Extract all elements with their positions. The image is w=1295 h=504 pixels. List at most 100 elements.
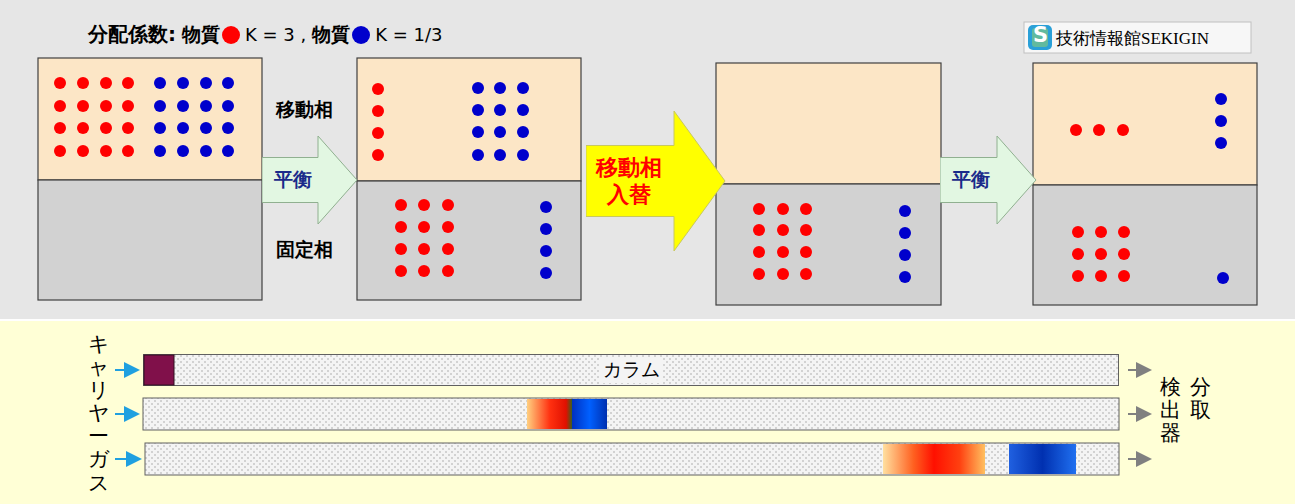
molecule bbox=[395, 221, 407, 233]
molecule bbox=[77, 100, 89, 112]
partition-value: K = 1/3 bbox=[375, 24, 442, 45]
molecule bbox=[753, 203, 765, 215]
molecule bbox=[177, 77, 189, 89]
logo-icon: S bbox=[1033, 23, 1048, 47]
molecule bbox=[800, 246, 812, 258]
molecule bbox=[442, 243, 454, 255]
mobile-phase bbox=[1033, 63, 1257, 185]
stationary-phase bbox=[716, 184, 941, 305]
partition-value: K = 3 , bbox=[245, 24, 306, 45]
molecule bbox=[200, 122, 212, 134]
molecule bbox=[753, 246, 765, 258]
process-arrow: 平衡 bbox=[940, 135, 1037, 225]
phase-label: 移動相 bbox=[276, 97, 333, 123]
molecule bbox=[517, 104, 529, 116]
molecule bbox=[517, 149, 529, 161]
molecule bbox=[753, 268, 765, 280]
node-shape bbox=[586, 110, 726, 252]
stationary-phase bbox=[38, 180, 262, 300]
molecule bbox=[77, 77, 89, 89]
molecule bbox=[540, 201, 552, 213]
molecule bbox=[222, 145, 234, 157]
molecule bbox=[442, 221, 454, 233]
vertical-label: キャリヤーガス bbox=[88, 333, 109, 495]
molecule bbox=[54, 100, 66, 112]
molecule bbox=[800, 268, 812, 280]
molecule bbox=[1095, 270, 1107, 282]
molecule bbox=[800, 224, 812, 236]
molecule bbox=[418, 221, 430, 233]
legend-swatch bbox=[222, 26, 240, 44]
mobile-phase bbox=[716, 63, 941, 184]
molecule bbox=[777, 203, 789, 215]
column-body bbox=[144, 355, 1119, 386]
molecule bbox=[1118, 226, 1130, 238]
mobile-phase bbox=[38, 58, 262, 180]
molecule bbox=[395, 265, 407, 277]
molecule bbox=[1072, 226, 1084, 238]
molecule bbox=[1215, 115, 1227, 127]
molecule bbox=[122, 100, 134, 112]
node-text: カラム bbox=[600, 357, 663, 383]
molecule bbox=[100, 145, 112, 157]
molecule bbox=[122, 77, 134, 89]
molecule bbox=[517, 126, 529, 138]
molecule bbox=[899, 271, 911, 283]
molecule bbox=[200, 145, 212, 157]
molecule bbox=[122, 122, 134, 134]
molecule bbox=[472, 104, 484, 116]
vertical-label: 検出器 bbox=[1160, 376, 1181, 445]
molecule bbox=[540, 223, 552, 235]
molecule bbox=[54, 77, 66, 89]
process-arrow: 移動相 入替 bbox=[586, 110, 726, 252]
molecule bbox=[753, 224, 765, 236]
molecule bbox=[777, 246, 789, 258]
molecule bbox=[1070, 124, 1082, 136]
molecule bbox=[1095, 226, 1107, 238]
molecule bbox=[472, 149, 484, 161]
arrow-shape bbox=[586, 111, 725, 251]
molecule bbox=[1072, 270, 1084, 282]
molecule bbox=[418, 199, 430, 211]
molecule bbox=[1095, 248, 1107, 260]
molecule bbox=[472, 126, 484, 138]
molecule bbox=[77, 122, 89, 134]
molecule bbox=[472, 82, 484, 94]
molecule bbox=[200, 100, 212, 112]
legend-text: 物質 bbox=[312, 22, 350, 48]
molecule bbox=[899, 249, 911, 261]
molecule bbox=[372, 83, 384, 95]
molecule bbox=[494, 104, 506, 116]
stationary-phase bbox=[1033, 185, 1257, 305]
molecule bbox=[372, 149, 384, 161]
molecule bbox=[200, 77, 212, 89]
phase-label: 固定相 bbox=[276, 237, 333, 263]
molecule bbox=[177, 100, 189, 112]
molecule bbox=[1217, 272, 1229, 284]
stationary-phase bbox=[357, 181, 581, 300]
molecule bbox=[154, 100, 166, 112]
molecule bbox=[540, 245, 552, 257]
node-text: 平衡 bbox=[274, 167, 312, 193]
molecule bbox=[54, 122, 66, 134]
molecule bbox=[442, 199, 454, 211]
molecule bbox=[1093, 124, 1105, 136]
title: 分配係数: bbox=[88, 21, 176, 48]
node-text: 平衡 bbox=[952, 167, 990, 193]
molecule bbox=[1118, 270, 1130, 282]
column: カラム bbox=[143, 354, 1119, 386]
molecule bbox=[1118, 248, 1130, 260]
arrow-shape bbox=[262, 136, 357, 224]
logo-text: 技術情報館SEKIGIN bbox=[1056, 27, 1209, 50]
node-text: 移動相 入替 bbox=[594, 154, 664, 209]
molecule bbox=[418, 243, 430, 255]
legend-swatch bbox=[352, 26, 370, 44]
molecule bbox=[222, 122, 234, 134]
molecule bbox=[100, 100, 112, 112]
molecule bbox=[77, 145, 89, 157]
molecule bbox=[1215, 137, 1227, 149]
molecule bbox=[1072, 248, 1084, 260]
molecule bbox=[177, 145, 189, 157]
molecule bbox=[222, 77, 234, 89]
molecule bbox=[494, 126, 506, 138]
